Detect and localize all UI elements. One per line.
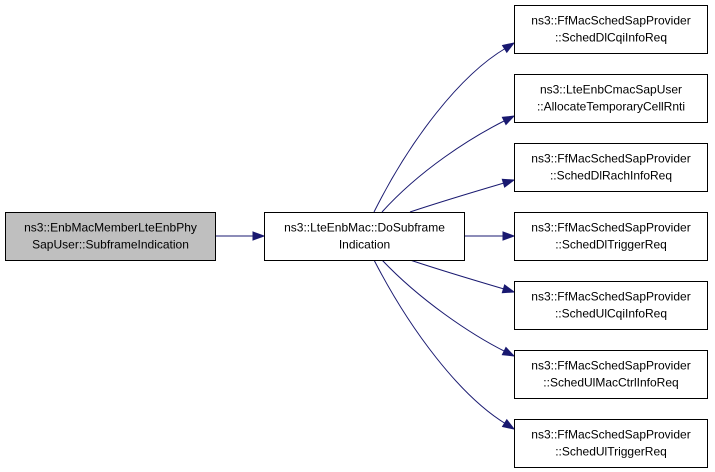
node-box-caller [5,212,216,261]
edge-focus-callee6 [381,259,507,353]
node-label-caller-line1: ns3::EnbMacMemberLteEnbPhy [24,221,197,235]
node-box-callee6 [514,350,708,399]
node-label-callee5-line1: ns3::FfMacSchedSapProvider [531,290,690,304]
arrowhead-focus-callee5 [501,284,516,294]
call-edges [215,42,516,430]
node-box-callee1 [514,5,708,54]
node-label-callee5-line2: ::SchedUlCqiInfoReq [555,307,667,321]
node-label-callee2-line2: ::AllocateTemporaryCellRnti [537,100,685,114]
arrowhead-caller-focus [252,231,266,241]
arrowhead-focus-callee4 [502,231,516,241]
arrowhead-focus-callee6 [501,346,516,357]
node-label-callee4-line2: ::SchedDlTriggerReq [555,238,667,252]
node-label-callee6-line2: ::SchedUlMacCtrlInfoReq [543,376,678,390]
node-label-focus-line2: Indication [339,238,390,252]
node-callee4[interactable]: ns3::FfMacSchedSapProvider::SchedDlTrigg… [514,212,708,261]
node-callee6[interactable]: ns3::FfMacSchedSapProvider::SchedUlMacCt… [514,350,708,399]
call-nodes: ns3::EnbMacMemberLteEnbPhySapUser::Subfr… [5,5,708,468]
edge-focus-callee3 [409,182,505,213]
edge-focus-callee2 [381,119,507,213]
node-callee2[interactable]: ns3::LteEnbCmacSapUser::AllocateTemporar… [514,74,708,123]
node-label-callee1-line2: ::SchedDlCqiInfoReq [555,31,667,45]
edge-focus-callee7 [373,259,507,425]
node-label-callee4-line1: ns3::FfMacSchedSapProvider [531,221,690,235]
node-label-caller-line2: SapUser::SubframeIndication [32,238,189,252]
edge-focus-callee5 [409,259,505,290]
node-box-callee2 [514,74,708,123]
node-callee1[interactable]: ns3::FfMacSchedSapProvider::SchedDlCqiIn… [514,5,708,54]
node-label-callee3-line2: ::SchedDlRachInfoReq [550,169,672,183]
node-label-callee3-line1: ns3::FfMacSchedSapProvider [531,152,690,166]
node-box-callee5 [514,281,708,330]
node-box-callee7 [514,419,708,468]
arrowhead-focus-callee1 [501,42,516,54]
node-label-focus-line1: ns3::LteEnbMac::DoSubframe [284,221,445,235]
node-label-callee7-line2: ::SchedUlTriggerReq [555,445,667,459]
node-label-callee6-line1: ns3::FfMacSchedSapProvider [531,359,690,373]
node-label-callee1-line1: ns3::FfMacSchedSapProvider [531,14,690,28]
node-label-callee2-line1: ns3::LteEnbCmacSapUser [540,83,682,97]
edge-focus-callee1 [373,47,507,213]
node-callee5[interactable]: ns3::FfMacSchedSapProvider::SchedUlCqiIn… [514,281,708,330]
node-box-callee4 [514,212,708,261]
node-callee3[interactable]: ns3::FfMacSchedSapProvider::SchedDlRachI… [514,143,708,192]
node-label-callee7-line1: ns3::FfMacSchedSapProvider [531,428,690,442]
arrowhead-focus-callee2 [501,115,516,126]
arrowhead-focus-callee7 [501,418,516,430]
node-callee7[interactable]: ns3::FfMacSchedSapProvider::SchedUlTrigg… [514,419,708,468]
node-box-callee3 [514,143,708,192]
node-caller: ns3::EnbMacMemberLteEnbPhySapUser::Subfr… [5,212,216,261]
arrowhead-focus-callee3 [501,178,516,188]
node-box-focus [264,212,465,261]
